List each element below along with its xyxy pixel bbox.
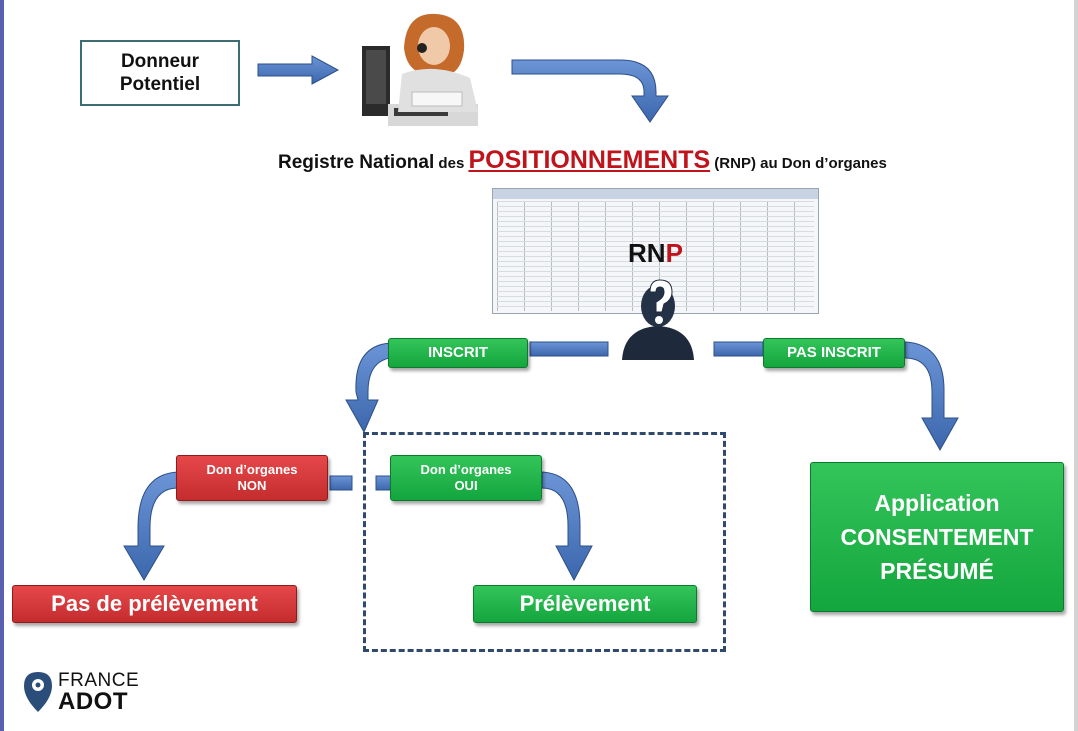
donneur-line1: Donneur <box>120 51 200 72</box>
title-part1: Registre National <box>278 152 435 173</box>
arrow-inscrit-curve <box>345 342 391 434</box>
arrow-rnp-to-pas-inscrit <box>713 341 764 357</box>
operator-icon <box>362 13 478 126</box>
don-non-line2: NON <box>237 478 267 493</box>
title-part2: des <box>434 155 469 172</box>
don-oui-line2: OUI <box>454 478 478 493</box>
arrow-pas-inscrit-curve <box>904 341 959 452</box>
logo-france: FRANCE <box>58 670 140 691</box>
rnp-label-black: RN <box>628 238 666 268</box>
pas-inscrit-box: PAS INSCRIT <box>763 338 905 368</box>
pas-de-prelevement-box: Pas de prélèvement <box>12 585 297 623</box>
arrow-operator-to-registre <box>511 59 669 123</box>
app-line1: Application <box>874 490 1000 516</box>
don-oui-line1: Don d’organes <box>420 462 512 477</box>
left-edge-bar <box>0 0 4 731</box>
arrow-non-to-pas-prelevement <box>123 471 179 581</box>
spreadsheet-toolbar <box>493 189 818 199</box>
registre-title: Registre National des POSITIONNEMENTS (R… <box>278 146 998 175</box>
title-part5: au Don d’organes <box>755 155 887 172</box>
app-line2: CONSENTEMENT <box>840 524 1034 550</box>
arrow-split-left <box>329 475 353 491</box>
don-organes-oui-box: Don d’organes OUI <box>390 455 542 501</box>
inscrit-box: INSCRIT <box>388 338 528 368</box>
rnp-label-red: P <box>665 238 683 268</box>
logo-adot: ADOT <box>58 688 128 715</box>
application-consentement-presume-box: Application CONSENTEMENT PRÉSUMÉ <box>810 462 1064 612</box>
title-positionnements: POSITIONNEMENTS <box>468 146 711 174</box>
donneur-line2: Potentiel <box>119 74 201 95</box>
arrow-oui-to-prelevement <box>541 471 593 582</box>
don-organes-non-box: Don d’organes NON <box>176 455 328 501</box>
prelevement-box: Prélèvement <box>473 585 697 623</box>
france-adot-pin-icon <box>24 672 52 712</box>
title-part4: (RNP) <box>710 155 756 172</box>
unknown-person-icon <box>622 279 694 360</box>
donneur-potentiel-box: Donneur Potentiel <box>80 40 240 106</box>
dashed-group-frame <box>363 432 726 652</box>
arrow-donneur-to-operator <box>257 55 340 85</box>
right-edge-bar <box>1074 0 1078 731</box>
rnp-label: RNP <box>628 238 698 269</box>
arrow-rnp-to-inscrit <box>529 341 609 357</box>
france-adot-logo: FRANCE ADOT <box>22 668 172 718</box>
app-line3: PRÉSUMÉ <box>880 558 994 584</box>
don-non-line1: Don d’organes <box>206 462 298 477</box>
